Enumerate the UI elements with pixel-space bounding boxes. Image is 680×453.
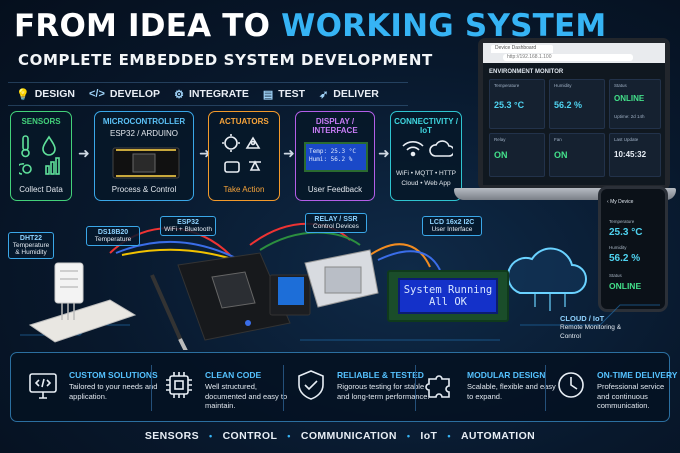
dashboard: ENVIRONMENT MONITOR Temperature 25.3 °C … bbox=[483, 63, 665, 185]
step-test: ▤TEST bbox=[262, 88, 306, 101]
label-esp32: ESP32 WiFi + Bluetooth bbox=[160, 216, 216, 236]
feature-divider bbox=[151, 365, 152, 411]
tile-relay: Relay ON bbox=[489, 133, 545, 177]
tag-sensors: SENSORS bbox=[144, 430, 200, 442]
flow-microcontroller: MICROCONTROLLER ESP32 / ARDUINO Process … bbox=[94, 111, 194, 201]
flow-connectivity: CONNECTIVITY / IoT WiFi • MQTT • HTTP Cl… bbox=[390, 111, 462, 201]
label-dht22: DHT22 Temperature & Humidity bbox=[8, 232, 54, 259]
dht22-sensor bbox=[54, 262, 84, 304]
gear-icon: ⚙ bbox=[174, 88, 184, 101]
tag-separator: • bbox=[447, 431, 451, 441]
step-design: 💡DESIGN bbox=[16, 88, 75, 101]
clipboard-icon: ▤ bbox=[262, 88, 274, 101]
feature-divider bbox=[283, 365, 284, 411]
lightbulb-icon: 💡 bbox=[16, 88, 30, 101]
step-develop: </>DEVELOP bbox=[88, 88, 161, 100]
feature-reliable: RELIABLE & TESTED Rigorous testing for s… bbox=[293, 353, 430, 423]
features-panel: CUSTOM SOLUTIONS Tailored to your needs … bbox=[10, 352, 677, 423]
tile-temperature: Temperature 25.3 °C bbox=[489, 79, 545, 129]
label-lcd: LCD 16x2 I2C User Interface bbox=[422, 216, 482, 236]
clock-icon bbox=[558, 372, 584, 398]
flow-arrow: ➜ bbox=[199, 145, 211, 161]
tile-status: Status ONLINE Uptime: 2d 14h bbox=[609, 79, 661, 129]
microcontroller-board-icon bbox=[112, 147, 180, 179]
lcd-display: System Running All OK bbox=[398, 278, 498, 314]
feature-divider bbox=[545, 365, 546, 411]
bottom-tags: SENSORS • CONTROL • COMMUNICATION • IoT • AU… bbox=[0, 430, 680, 442]
tile-fan: Fan ON bbox=[549, 133, 605, 177]
sensor-icons bbox=[19, 135, 60, 175]
label-relay: RELAY / SSR Control Devices bbox=[305, 213, 367, 233]
actuator-icons bbox=[222, 134, 261, 173]
step-deliver: ➶DELIVER bbox=[319, 88, 379, 101]
tag-separator: • bbox=[406, 431, 411, 441]
page-title: FROM IDEA TO WORKING SYSTEM bbox=[14, 8, 606, 44]
flow-sensors: SENSORS Collect Data bbox=[10, 111, 72, 201]
phone-header: ‹ My Device bbox=[607, 199, 634, 205]
feature-on-time: ON-TIME DELIVERY Professional service an… bbox=[553, 353, 677, 423]
feature-clean-code: CLEAN CODE Well structured, documented a… bbox=[161, 353, 287, 423]
process-steps: 💡DESIGN </>DEVELOP ⚙INTEGRATE ▤TEST ➶DEL… bbox=[8, 82, 408, 106]
flow-arrow: ➜ bbox=[283, 145, 295, 161]
label-cloud: CLOUD / IoT Remote Monitoring & Control bbox=[560, 314, 622, 340]
tag-iot: IoT bbox=[420, 430, 438, 442]
browser-url[interactable]: http://192.168.1.100 bbox=[503, 54, 633, 61]
label-ds18b20: DS18B20 Temperature bbox=[86, 226, 140, 246]
cloud-icon bbox=[507, 247, 587, 294]
feature-custom-solutions: CUSTOM SOLUTIONS Tailored to your needs … bbox=[25, 353, 158, 423]
feature-divider bbox=[415, 365, 416, 411]
flow-actuators: ACTUATORS Take Action bbox=[208, 111, 280, 201]
browser-tab[interactable]: Device Dashboard bbox=[491, 45, 553, 53]
tag-control: CONTROL bbox=[222, 430, 278, 442]
tag-separator: • bbox=[287, 431, 291, 441]
title-part-white: FROM IDEA TO bbox=[14, 8, 271, 44]
phone: ‹ My Device Temperature 25.3 °C Humidity… bbox=[598, 186, 668, 312]
flow-display: DISPLAY / INTERFACE Temp: 25.3 °C Humi: … bbox=[295, 111, 375, 201]
page-subtitle: COMPLETE EMBEDDED SYSTEM DEVELOPMENT bbox=[18, 51, 433, 69]
step-integrate: ⚙INTEGRATE bbox=[174, 88, 249, 101]
tile-last-update: Last Update 10:45:32 bbox=[609, 133, 661, 177]
tile-humidity: Humidity 56.2 % bbox=[549, 79, 605, 129]
rocket-icon: ➶ bbox=[319, 88, 329, 101]
mini-lcd: Temp: 25.3 °C Humi: 56.2 % bbox=[304, 142, 368, 172]
monitor-code-icon bbox=[29, 373, 57, 399]
puzzle-icon bbox=[425, 375, 450, 398]
shield-check-icon bbox=[298, 370, 324, 400]
tag-communication: COMMUNICATION bbox=[300, 430, 397, 442]
wifi-cloud-icons bbox=[402, 140, 453, 157]
flow-arrow: ➜ bbox=[378, 145, 390, 161]
flow-arrow: ➜ bbox=[78, 145, 90, 161]
code-icon: </> bbox=[88, 88, 105, 100]
laptop-screen: Device Dashboard http://192.168.1.100 EN… bbox=[478, 38, 670, 190]
chip-icon bbox=[166, 372, 192, 398]
tag-separator: • bbox=[209, 431, 213, 441]
feature-modular: MODULAR DESIGN Scalable, flexible and ea… bbox=[423, 353, 556, 423]
browser-bar: Device Dashboard http://192.168.1.100 bbox=[483, 43, 665, 63]
tag-automation: AUTOMATION bbox=[460, 430, 536, 442]
ds18b20-probe bbox=[150, 274, 184, 344]
